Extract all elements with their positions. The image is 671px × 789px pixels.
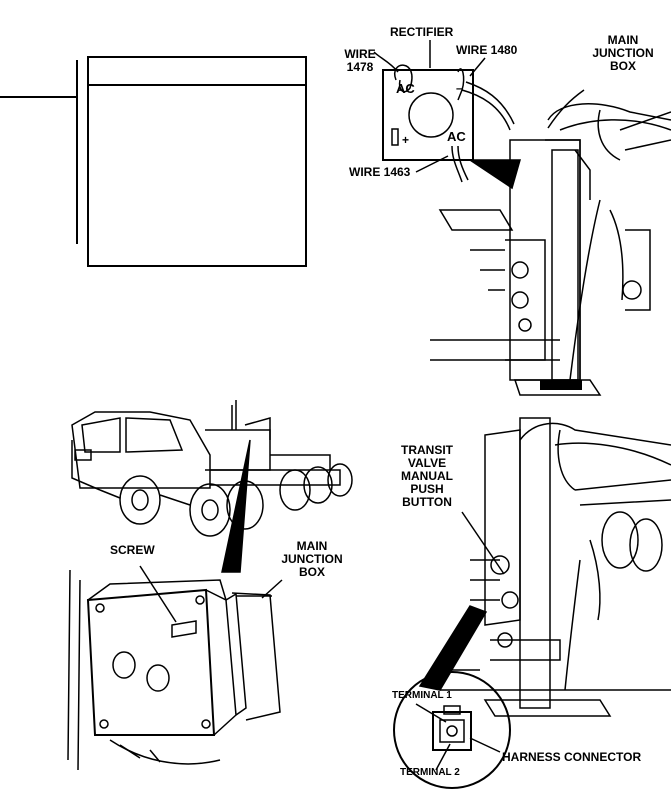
junction-box-assembly-bottom xyxy=(440,417,671,717)
transit-valve-label-line5: BUTTON xyxy=(402,495,452,509)
transit-valve-label-line3: MANUAL xyxy=(401,469,453,483)
junction-box-assembly-top xyxy=(430,103,671,396)
ac-terminal-left-label: AC xyxy=(396,81,415,96)
transit-valve-label-line2: VALVE xyxy=(407,456,447,470)
transit-valve-label-line1: TRANSIT xyxy=(401,443,453,457)
callout-wedge-mid xyxy=(221,439,251,573)
main-junction-box-mid-line3: BOX xyxy=(298,565,325,579)
wire-1463-label: WIRE 1463 xyxy=(349,165,411,179)
junction-box-base xyxy=(540,380,582,390)
ac-terminal-right-label: AC xyxy=(447,129,466,144)
screw-label: SCREW xyxy=(110,543,155,557)
main-junction-box-mid-line1: MAIN xyxy=(296,539,328,553)
callout-wedge-top xyxy=(467,159,521,190)
rectifier-label: RECTIFIER xyxy=(390,25,454,39)
truck-illustration xyxy=(71,400,353,537)
terminal-2-label: TERMINAL 2 xyxy=(400,767,460,778)
junction-box-closeup xyxy=(67,565,283,771)
terminal-1-label: TERMINAL 1 xyxy=(392,690,452,701)
wire-1478-label-line2: 1478 xyxy=(346,60,374,74)
transit-valve-label-line4: PUSH xyxy=(410,482,444,496)
main-junction-box-mid-line2: JUNCTION xyxy=(281,552,343,566)
plus-terminal-label: + xyxy=(402,133,410,147)
wire-1478-label-line1: WIRE xyxy=(344,47,376,61)
wire-1480-label: WIRE 1480 xyxy=(456,43,518,57)
main-junction-box-top-line2: JUNCTION xyxy=(592,46,654,60)
main-junction-box-top-line1: MAIN xyxy=(607,33,639,47)
callout-wedge-bottom xyxy=(418,605,488,691)
main-junction-box-top-line3: BOX xyxy=(609,59,636,73)
harness-connector-detail xyxy=(393,671,511,789)
rectifier-diagram xyxy=(373,40,585,183)
minus-terminal-label: – xyxy=(456,81,463,95)
harness-connector-label: HARNESS CONNECTOR xyxy=(502,750,642,764)
blank-table-box xyxy=(0,56,307,267)
